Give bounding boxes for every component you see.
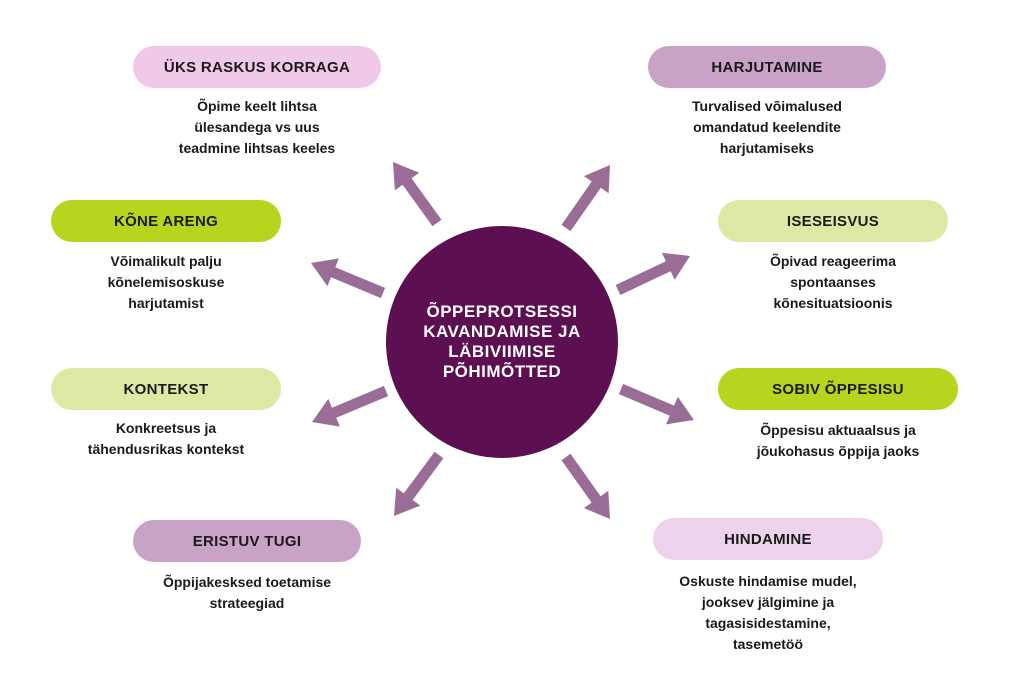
desc-eristuv-tugi: Õppijakesksed toetamise strateegiad bbox=[162, 574, 332, 611]
arrow-to-kontekst bbox=[312, 385, 389, 427]
arrow-shape bbox=[393, 162, 442, 227]
desc-harjutamine: Turvalised võimalused omandatud keelendi… bbox=[692, 98, 842, 156]
arrow-shape bbox=[615, 252, 690, 295]
arrow-to-hindamine bbox=[561, 453, 610, 519]
arrow-shape bbox=[561, 165, 610, 232]
desc-hindamine: Oskuste hindamise mudel, jooksev jälgimi… bbox=[679, 573, 857, 652]
pill-hindamine: HINDAMINE bbox=[653, 518, 883, 560]
arrow-shape bbox=[311, 258, 386, 299]
arrow-shape bbox=[618, 383, 694, 425]
desc-iseseisvus: Õpivad reageerima spontaanses kõnesituat… bbox=[769, 253, 897, 311]
pill-kontekst: KONTEKST bbox=[51, 368, 281, 410]
arrow-shape bbox=[312, 385, 389, 427]
desc-kontekst: Konkreetsus ja tähendusrikas kontekst bbox=[87, 420, 245, 457]
arrow-to-iseseisvus bbox=[615, 252, 690, 295]
arrow-shape bbox=[394, 451, 444, 516]
arrow-shape bbox=[561, 453, 610, 519]
arrow-to-sobiv-oppesisu bbox=[618, 383, 694, 425]
pill-uks-raskus-korraga: ÜKS RASKUS KORRAGA bbox=[133, 46, 381, 88]
desc-uks-raskus-korraga: Õpime keelt lihtsa ülesandega vs uus tea… bbox=[178, 98, 336, 156]
desc-kone-areng: Võimalikult palju kõnelemisoskuse harjut… bbox=[107, 253, 225, 311]
pill-iseseisvus: ISESEISVUS bbox=[718, 200, 948, 242]
arrow-to-eristuv-tugi bbox=[394, 451, 444, 516]
arrow-to-uks-raskus-korraga bbox=[393, 162, 442, 227]
desc-sobiv-oppesisu: Õppesisu aktuaalsus ja jõukohasus õppija… bbox=[756, 422, 920, 459]
center-circle: ÕPPEPROTSESSI KAVANDAMISE JA LÄBIVIIMISE… bbox=[386, 226, 618, 458]
pill-harjutamine: HARJUTAMINE bbox=[648, 46, 886, 88]
arrow-to-kone-areng bbox=[311, 258, 386, 299]
pill-sobiv-oppesisu: SOBIV ÕPPESISU bbox=[718, 368, 958, 410]
pill-eristuv-tugi: ERISTUV TUGI bbox=[133, 520, 361, 562]
pill-kone-areng: KÕNE ARENG bbox=[51, 200, 281, 242]
arrow-to-harjutamine bbox=[561, 165, 610, 232]
center-title: ÕPPEPROTSESSI KAVANDAMISE JA LÄBIVIIMISE… bbox=[423, 302, 581, 381]
